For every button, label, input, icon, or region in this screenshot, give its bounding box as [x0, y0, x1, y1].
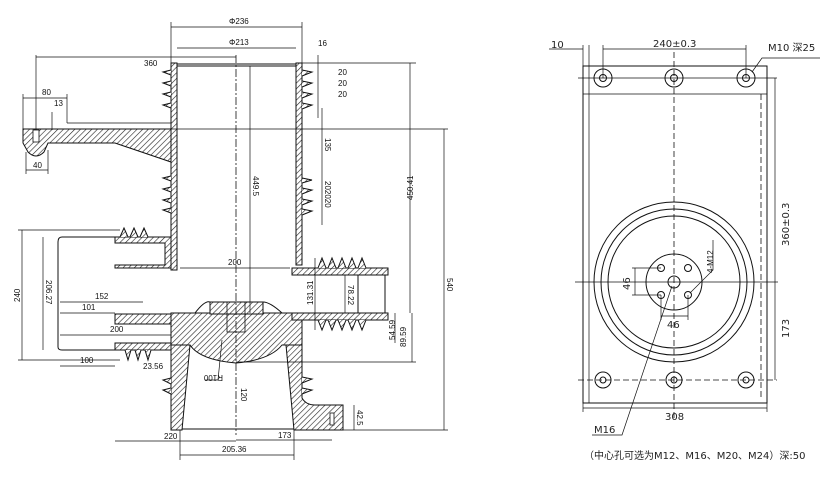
- svg-text:Φ236: Φ236: [229, 17, 249, 26]
- svg-text:100: 100: [80, 356, 94, 365]
- svg-text:205.36: 205.36: [222, 445, 247, 454]
- plan-view: 10 240±0.3 M10 深25 360±0.3 173 308 4-M12…: [549, 39, 820, 462]
- tube-left-wall: [170, 62, 178, 271]
- central-body: [170, 312, 303, 364]
- svg-text:360: 360: [144, 59, 158, 68]
- svg-text:46: 46: [667, 320, 680, 331]
- svg-text:240±0.3: 240±0.3: [653, 39, 696, 50]
- lower-left-wall: [170, 344, 191, 431]
- svg-text:135: 135: [323, 138, 332, 152]
- svg-text:54.59: 54.59: [388, 319, 397, 340]
- svg-text:20: 20: [338, 68, 347, 77]
- right-connector: [291, 256, 389, 332]
- svg-text:13: 13: [54, 99, 63, 108]
- svg-text:308: 308: [665, 412, 684, 423]
- svg-text:120: 120: [239, 388, 248, 402]
- svg-text:46: 46: [622, 277, 633, 290]
- svg-text:10: 10: [551, 40, 564, 51]
- svg-text:449.5: 449.5: [251, 176, 260, 197]
- mounting-flange: [22, 128, 172, 163]
- svg-text:20: 20: [338, 79, 347, 88]
- svg-text:89.59: 89.59: [399, 326, 408, 347]
- svg-text:173: 173: [781, 319, 792, 338]
- svg-text:23.56: 23.56: [143, 362, 164, 371]
- plan-dimensions: [549, 45, 820, 436]
- svg-text:Φ213: Φ213: [229, 38, 249, 47]
- svg-text:M16: M16: [594, 425, 615, 436]
- plan-dimension-labels: 10 240±0.3 M10 深25 360±0.3 173 308 4-M12…: [551, 39, 815, 462]
- svg-text:360±0.3: 360±0.3: [781, 203, 792, 246]
- svg-text:101: 101: [82, 303, 96, 312]
- svg-text:152: 152: [95, 292, 109, 301]
- svg-text:4-M12: 4-M12: [706, 250, 715, 273]
- svg-text:131.31: 131.31: [306, 280, 315, 305]
- svg-text:40: 40: [33, 161, 42, 170]
- svg-text:240: 240: [13, 288, 22, 302]
- svg-text:202020: 202020: [323, 181, 332, 208]
- sheds: [161, 69, 314, 216]
- insert-block: [209, 301, 264, 315]
- svg-text:173: 173: [278, 431, 292, 440]
- svg-text:78.22: 78.22: [346, 285, 355, 306]
- insulator-circles: [593, 201, 755, 363]
- side-section-view: Φ236 Φ213 16 360 20 20 20 80 13 40 135 2…: [13, 17, 454, 460]
- svg-text:220: 220: [164, 432, 178, 441]
- svg-text:16: 16: [318, 39, 327, 48]
- left-horizontal-bushing: [57, 226, 172, 362]
- mounting-holes: [593, 68, 756, 389]
- lower-right-wall: [285, 344, 344, 431]
- svg-text:200: 200: [228, 258, 242, 267]
- center-hole-note: （中心孔可选为M12、M16、M20、M24）深:50: [584, 449, 806, 462]
- svg-text:80: 80: [42, 88, 51, 97]
- svg-text:450.41: 450.41: [406, 175, 415, 200]
- tube-right-wall: [295, 62, 303, 266]
- svg-text:540: 540: [445, 278, 454, 292]
- svg-text:M10 深25: M10 深25: [768, 42, 815, 54]
- base-plate-outline: [582, 65, 768, 404]
- svg-text:R100: R100: [203, 373, 223, 382]
- side-dimensions: [18, 22, 448, 460]
- svg-text:200: 200: [110, 325, 124, 334]
- svg-text:206.27: 206.27: [44, 280, 53, 305]
- svg-text:42.5: 42.5: [355, 410, 364, 426]
- svg-text:20: 20: [338, 90, 347, 99]
- side-dimension-labels: Φ236 Φ213 16 360 20 20 20 80 13 40 135 2…: [13, 17, 454, 454]
